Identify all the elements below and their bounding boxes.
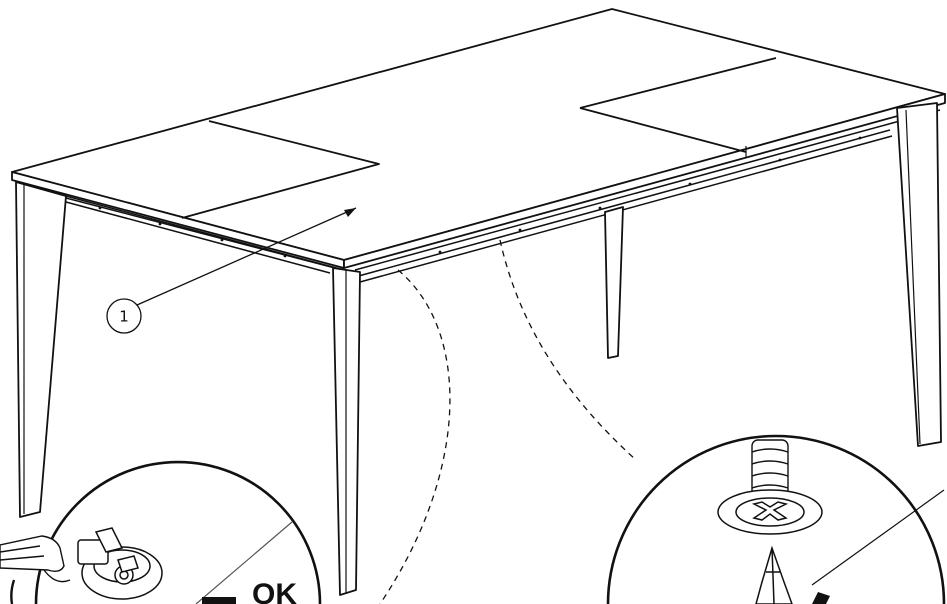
- part-callout: 1: [106, 207, 357, 334]
- table-top: [11, 8, 946, 269]
- detail-screw: [606, 434, 946, 604]
- detail-leaders: [379, 239, 637, 604]
- leg-front-left: [15, 181, 67, 518]
- table-top-right-edge: [343, 93, 946, 269]
- ok-label: OK: [252, 578, 297, 604]
- screw-head: [717, 489, 823, 535]
- leaf-seam-right-inner: [579, 107, 747, 153]
- leaf-seam-left: [181, 120, 380, 219]
- leg-right: [896, 102, 942, 447]
- leaf-seam-right: [579, 57, 777, 109]
- callout-number: 1: [119, 308, 129, 326]
- detail-leader-left: [379, 269, 451, 604]
- hand-sketch: [0, 535, 71, 583]
- table-legs: [15, 102, 942, 596]
- callout-leader-line: [136, 207, 357, 306]
- leg-back: [604, 206, 624, 359]
- detail-glide: OK: [0, 460, 322, 604]
- glide-pointer-line: [195, 521, 293, 604]
- callout-circle: [106, 298, 142, 334]
- screwdriver-tip: [755, 545, 793, 604]
- ok-dash: [202, 597, 236, 604]
- detail-leader-right: [499, 239, 637, 461]
- callout-arrowhead: [344, 208, 356, 217]
- glide-foot: [77, 527, 163, 600]
